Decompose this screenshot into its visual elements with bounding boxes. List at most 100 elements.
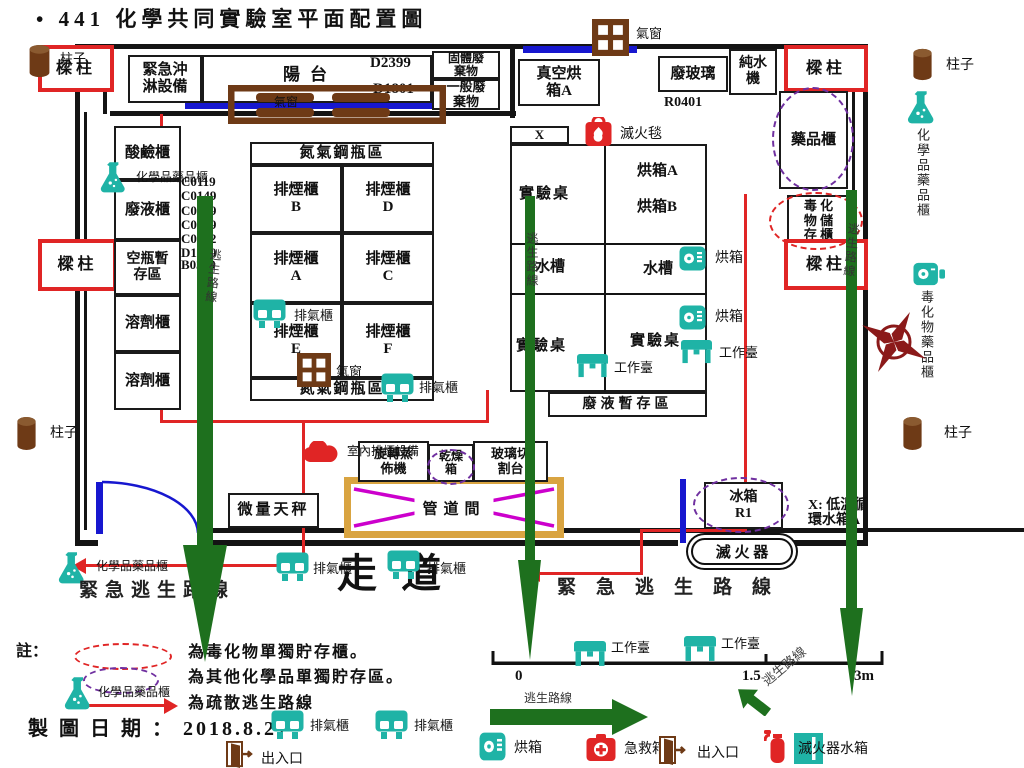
red-ellipse-note [74,643,172,670]
lab-divider-h2 [510,293,707,295]
exit-door-icon-right [659,736,687,765]
micro-balance-box: 微量天秤 [228,493,319,528]
wall-stub-tl [103,90,107,114]
escape-red-line-v2 [486,390,489,421]
oven-b-label: 烘箱B [637,199,678,215]
x-marker-box: X [510,126,569,144]
fire-extinguisher-icon [764,730,785,763]
exhaust-cabinet-icon [253,299,286,328]
escape-route-vlabel-2: 逃生路線 [525,232,539,288]
cloud-icon [303,441,338,462]
glass-cutting-box: 玻璃切割台 [473,441,548,482]
window-icon-fume [297,353,331,387]
exhaust-cabinet-icon [276,552,309,581]
purple-ellipse-note [83,667,159,694]
oven-icon-2 [679,305,706,330]
wall-top [76,44,868,49]
oven-icon [479,732,506,761]
escape-red-line-v4 [744,194,747,532]
oven-label-bottom: 烘箱 [514,741,542,756]
note-line-2: 為其他化學品單獨貯存區。 [188,669,405,686]
exhaust-cabinet-icon [271,710,304,739]
exit-label-left: 出入口 [261,752,303,767]
escape-red-line-h3 [640,529,746,532]
escape-arrow-left [180,196,230,666]
lab-divider-v [604,146,606,392]
wall-bottom-seg1 [76,540,98,546]
work-table-icon [684,636,716,661]
solvent-cabinet-1: 溶劑櫃 [114,295,181,352]
column-label-tl: 柱子 [60,51,87,66]
purple-ellipse-medicine [772,87,854,191]
exhaust-cabinet-icon [381,373,414,402]
column-icon-tl [27,43,52,79]
scale-bar [490,644,886,666]
column-icon [913,48,932,81]
scale-bar [491,651,884,665]
oven-icon [679,246,706,271]
solid-waste-box: 固體廢棄物 [432,51,500,79]
exhaust-cabinet-label-6: 排氣櫃 [414,718,454,733]
balcony-label: 陽台 [283,65,337,84]
column-icon [17,417,36,450]
compass-icon [856,306,932,378]
exhaust-cloud-icon [302,441,338,463]
window-icon-long [228,85,446,124]
flask-icon-left [99,161,129,194]
rotary-evaporator-box: 旋轉蒸佈機 [358,441,429,482]
chemical-cabinet-label-2: 化學品藥品櫃 [96,559,169,573]
lab-bench-block [510,144,707,392]
exhaust-cabinet-label-5: 排氣櫃 [310,718,350,733]
chemical-cabinet-label-3: 化學品藥品櫃 [98,685,171,699]
work-table-label-2: 工作臺 [719,345,759,360]
exhaust-cabinet-label-1: 排氣櫃 [294,308,334,323]
red-arrowhead-right [164,698,178,714]
note-line-3: 為疏散逃生路線 [188,695,315,712]
solvent-cabinet-2: 溶劑櫃 [114,352,181,410]
escape-arrow-diagonal [734,686,772,716]
wall-right-outer [863,44,868,546]
column-icon [29,44,50,78]
wall-bottom-seg2 [206,540,678,546]
escape-arrow-right [836,190,866,700]
exhaust-cabinet-icon-6 [375,710,408,739]
column-icon-right [901,415,924,452]
page-title: • 441 化學共同實驗室平面配置圖 [36,7,428,31]
column-icon-tr [911,47,934,82]
column-label-right: 柱子 [944,426,972,441]
scale-0: 0 [515,668,523,684]
pure-water-box: 純水機 [729,49,777,95]
balcony-box [202,55,432,103]
work-table-label-4: 工作臺 [721,636,761,651]
window-label-long: 氣窗 [274,95,299,109]
oven-label-2: 烘箱 [715,310,743,325]
fire-extinguisher-icon [764,729,790,765]
escape-red-line-h1 [160,420,489,423]
door-swing-arc [100,480,200,535]
water-line-topright [523,46,637,53]
green-arrow [518,196,541,660]
toxic-cabinet-icon-right [913,261,945,287]
nitrogen-cylinder-area-top: 氮氣鋼瓶區 [250,142,434,165]
empty-bottle-area: 空瓶暫存區 [114,240,181,295]
green-arrow [490,699,648,735]
flask-icon-right [906,90,938,125]
note-line-1: 為毒化物單獨貯存櫃。 [188,644,369,661]
flask-icon [64,677,90,710]
first-aid-icon [586,734,616,761]
green-arrow [738,689,772,716]
room-code-d2399: D2399 [370,55,411,71]
exhaust-cabinet-icon-4 [387,550,420,579]
room-code-r0401: R0401 [664,95,703,110]
lab-divider-h1 [510,243,707,245]
waste-liquid-temp-area: 廢液暫存區 [548,392,707,417]
extinguisher-watertank-label: 滅火器水箱 [798,742,868,757]
wall-left-outer [75,44,80,546]
cabinet-icon [913,262,945,286]
flask-icon [907,91,934,124]
exit-label-right: 出入口 [697,746,739,761]
exhaust-cabinet-icon [387,550,420,579]
window-icon-top [592,19,629,56]
